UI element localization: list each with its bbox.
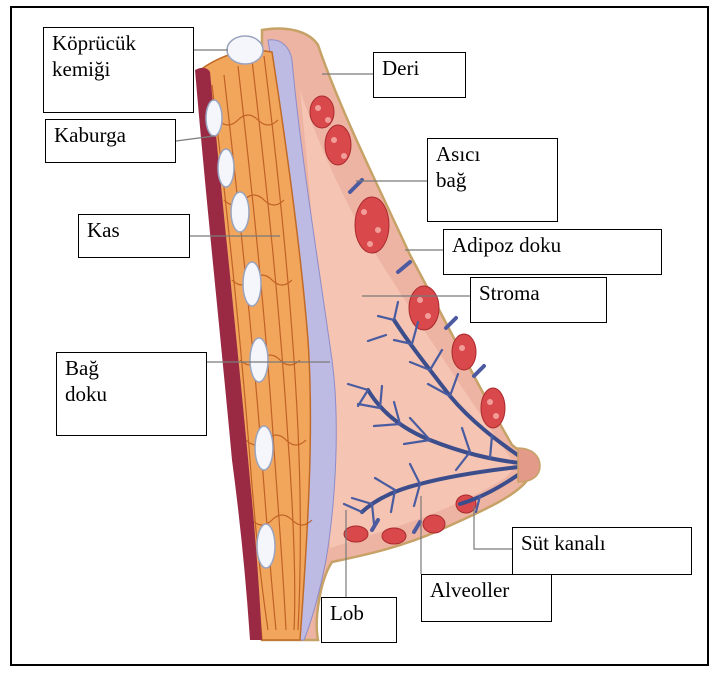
- fat-lobule: [481, 388, 505, 428]
- rib-7: [257, 524, 275, 568]
- rib-4: [243, 262, 261, 306]
- rib-6: [255, 426, 273, 470]
- label-sut-kanali: Süt kanalı: [512, 527, 692, 575]
- ligament-bar: [474, 366, 484, 376]
- label-kaburga: Kaburga: [45, 119, 176, 163]
- fat-lobule: [409, 286, 439, 330]
- label-lob: Lob: [321, 597, 397, 643]
- label-adipoz-doku: Adipoz doku: [443, 229, 662, 275]
- fat-lobule: [310, 96, 334, 128]
- nipple: [518, 448, 540, 482]
- clavicle: [227, 36, 263, 64]
- label-bag-doku: Bağ doku: [56, 352, 207, 436]
- fat-lobule: [382, 528, 406, 544]
- label-deri: Deri: [373, 52, 466, 98]
- rib-5: [250, 338, 268, 382]
- rib-2: [218, 149, 234, 187]
- label-kas: Kas: [78, 214, 190, 258]
- fat-lobule: [452, 334, 476, 370]
- rib-3: [231, 192, 249, 232]
- label-kopruculuk-kemigi: Köprücük kemiği: [43, 27, 194, 113]
- label-asici-bag: Asıcı bağ: [427, 138, 558, 222]
- label-stroma: Stroma: [470, 277, 607, 323]
- ligament-bar: [446, 318, 456, 328]
- fat-lobule: [423, 515, 445, 533]
- fat-lobule: [344, 526, 368, 542]
- label-alveoller: Alveoller: [421, 574, 552, 622]
- fat-lobule: [325, 125, 351, 165]
- rib-1: [206, 100, 222, 136]
